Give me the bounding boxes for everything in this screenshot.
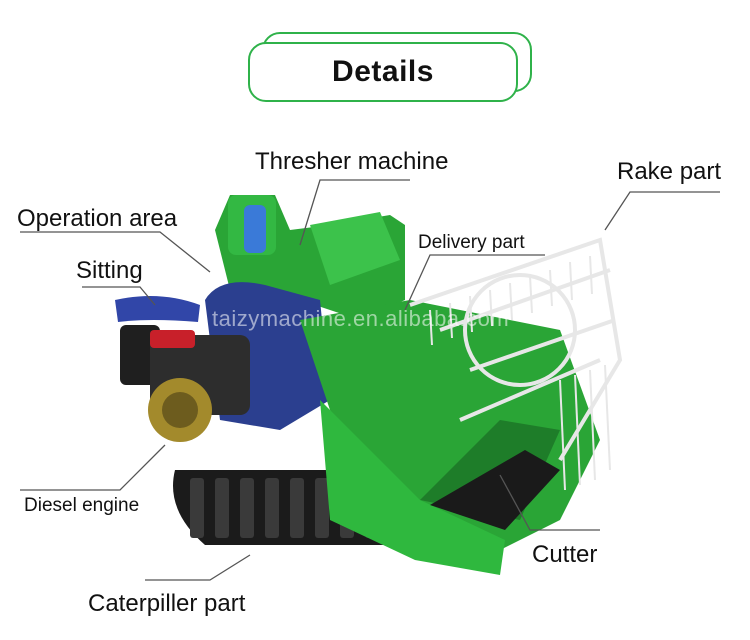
label-caterpiller-part: Caterpiller part bbox=[88, 590, 246, 617]
label-thresher-machine: Thresher machine bbox=[255, 148, 449, 175]
diesel-engine bbox=[120, 325, 250, 442]
delivery-header bbox=[300, 300, 600, 575]
label-delivery-part: Delivery part bbox=[418, 232, 525, 253]
page-title: Details bbox=[332, 55, 434, 88]
rake-frame bbox=[409, 237, 623, 491]
label-operation-area: Operation area bbox=[17, 205, 178, 232]
label-sitting: Sitting bbox=[76, 257, 143, 284]
watermark: taizymachine.en.alibaba.com bbox=[212, 306, 510, 331]
label-cutter: Cutter bbox=[532, 541, 598, 568]
label-rake-part: Rake part bbox=[617, 158, 722, 185]
leader-lines bbox=[20, 179, 720, 581]
label-diesel-engine: Diesel engine bbox=[24, 495, 140, 516]
title-badge: Details bbox=[248, 42, 518, 102]
seat bbox=[115, 296, 200, 322]
